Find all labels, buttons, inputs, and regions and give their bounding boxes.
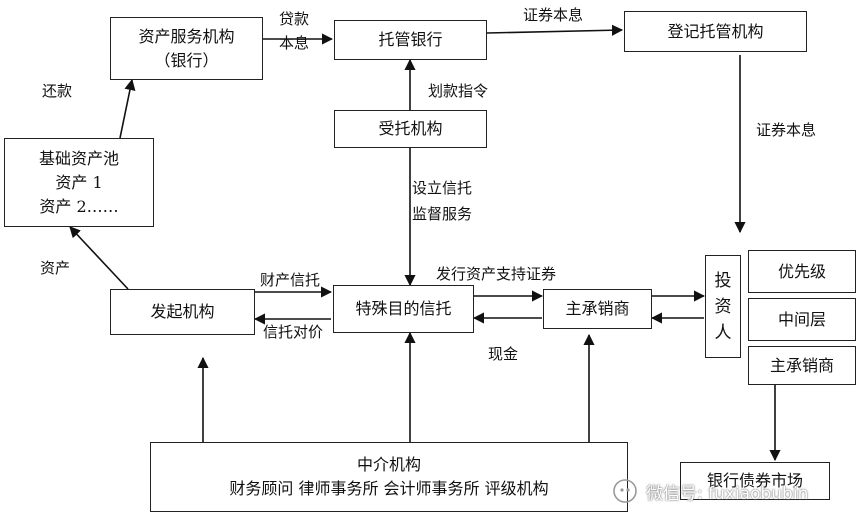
senior-tranche-label: 优先级 — [777, 261, 826, 281]
mezzanine-tranche-box: 中间层 — [748, 298, 856, 341]
asset-pool-item-2: 资产 2…… — [39, 196, 119, 216]
originator-label: 发起机构 — [150, 302, 215, 321]
watermark-text: 微信号: fuxiaobubin — [646, 483, 809, 504]
intermediaries-box: 中介机构 财务顾问 律师事务所 会计师事务所 评级机构 — [150, 442, 628, 512]
cash-label: 现金 — [488, 345, 519, 363]
asset-service-box: 资产服务机构 （银行） — [110, 17, 263, 80]
registry-label: 登记托管机构 — [667, 21, 764, 41]
asset-pool-title: 基础资产池 — [38, 148, 119, 168]
registry-box: 登记托管机构 — [624, 11, 807, 52]
trust-services-label: 设立信托 监督服务 — [412, 179, 473, 223]
investor-underwriter-label: 主承销商 — [769, 355, 834, 375]
underwriter-box: 主承销商 — [543, 289, 652, 329]
property-trust-label: 财产信托 — [260, 271, 321, 289]
issue-abs-label: 发行资产支持证券 — [436, 265, 557, 283]
trust-agency-box: 受托机构 — [334, 110, 487, 148]
wechat-watermark: 微信号: fuxiaobubin — [612, 475, 808, 507]
spv-label: 特殊目的信托 — [355, 299, 452, 318]
asset-service-sub: （银行） — [154, 50, 219, 70]
intermediaries-members: 财务顾问 律师事务所 会计师事务所 评级机构 — [229, 479, 549, 498]
transfer-order-label: 划款指令 — [428, 82, 489, 100]
asset-pool-box: 基础资产池 资产 1 资产 2…… — [4, 138, 154, 227]
underwriter-label: 主承销商 — [565, 299, 630, 318]
arrow-bank-to-registry — [486, 24, 624, 36]
investor-label: 投 资 人 — [714, 270, 732, 343]
trustee-bank-label: 托管银行 — [378, 30, 443, 49]
securities-principal-right-label: 证券本息 — [756, 121, 817, 139]
originator-box: 发起机构 — [110, 289, 255, 335]
spv-box: 特殊目的信托 — [333, 285, 474, 333]
wechat-icon — [613, 479, 637, 503]
securities-principal-top-label: 证券本息 — [523, 6, 584, 24]
assets-label: 资产 — [40, 259, 71, 277]
trustee-bank-box: 托管银行 — [334, 20, 487, 60]
repay-label: 还款 — [42, 82, 73, 100]
mezzanine-tranche-label: 中间层 — [777, 309, 826, 329]
trust-agency-label: 受托机构 — [378, 119, 443, 138]
bond-market-label: 银行债券市场 — [706, 471, 803, 490]
trust-consideration-label: 信托对价 — [263, 323, 324, 341]
asset-pool-item-1: 资产 1 — [55, 172, 103, 192]
loan-principal-label: 贷款 本息 — [279, 10, 310, 52]
senior-tranche-box: 优先级 — [748, 250, 856, 293]
investor-underwriter-box: 主承销商 — [748, 346, 856, 385]
arrow-pool-to-service — [119, 78, 136, 139]
asset-service-name: 资产服务机构 — [138, 26, 235, 46]
bond-market-box: 银行债券市场 — [680, 462, 830, 500]
arrow-originator-to-pool — [69, 226, 129, 290]
intermediaries-title: 中介机构 — [356, 455, 421, 474]
investor-box: 投 资 人 — [705, 255, 741, 358]
